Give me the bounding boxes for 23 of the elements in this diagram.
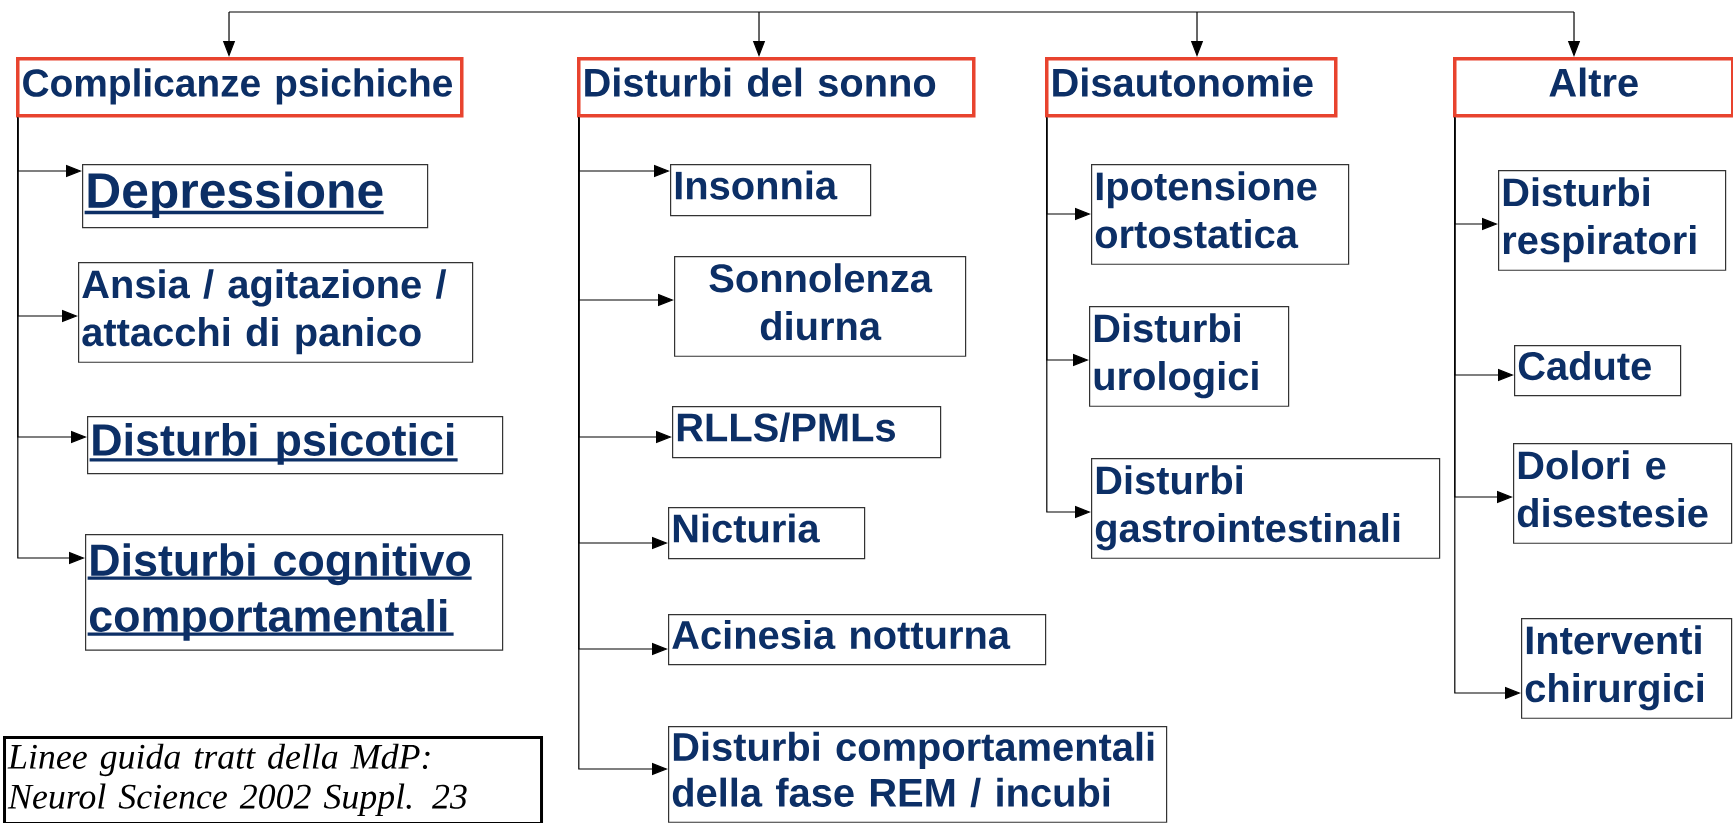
category-box: Complicanze psichiche — [16, 57, 464, 118]
symptom-box: Nicturia — [668, 507, 866, 560]
symptom-box: Ipotensione ortostatica — [1091, 164, 1350, 265]
symptom-box: Cadute — [1514, 345, 1682, 397]
symptom-box: Acinesia notturna — [668, 614, 1047, 666]
symptom-box: Ansia / agitazione / attacchi di panico — [78, 262, 474, 363]
symptom-box: Disturbi gastrointestinali — [1091, 458, 1441, 559]
connector-line — [228, 11, 1575, 13]
symptom-box: Disturbi cognitivo comportamentali — [85, 534, 504, 651]
symptom-box: Disturbi comportamentali della fase REM / incubi — [668, 726, 1168, 823]
symptom-box: RLLS/PMLs — [672, 406, 942, 459]
symptom-box: Interventi chirurgici — [1521, 618, 1733, 719]
symptom-box: Disturbi urologici — [1089, 306, 1290, 407]
symptom-box: Sonnolenza diurna — [674, 256, 967, 357]
symptom-box: Disturbi psicotici — [87, 416, 504, 475]
category-box: Disturbi del sonno — [577, 57, 976, 118]
symptom-box: Insonnia — [670, 164, 872, 217]
citation-box: Linee guida tratt della MdP: Neurol Science 2002 Suppl. 23 — [3, 736, 543, 823]
symptom-box: Disturbi respiratori — [1498, 170, 1727, 271]
symptom-box: Depressione — [82, 164, 429, 229]
symptom-box: Dolori e disestesie — [1513, 443, 1733, 544]
category-box: Altre — [1453, 57, 1733, 118]
category-box: Disautonomie — [1045, 57, 1338, 118]
